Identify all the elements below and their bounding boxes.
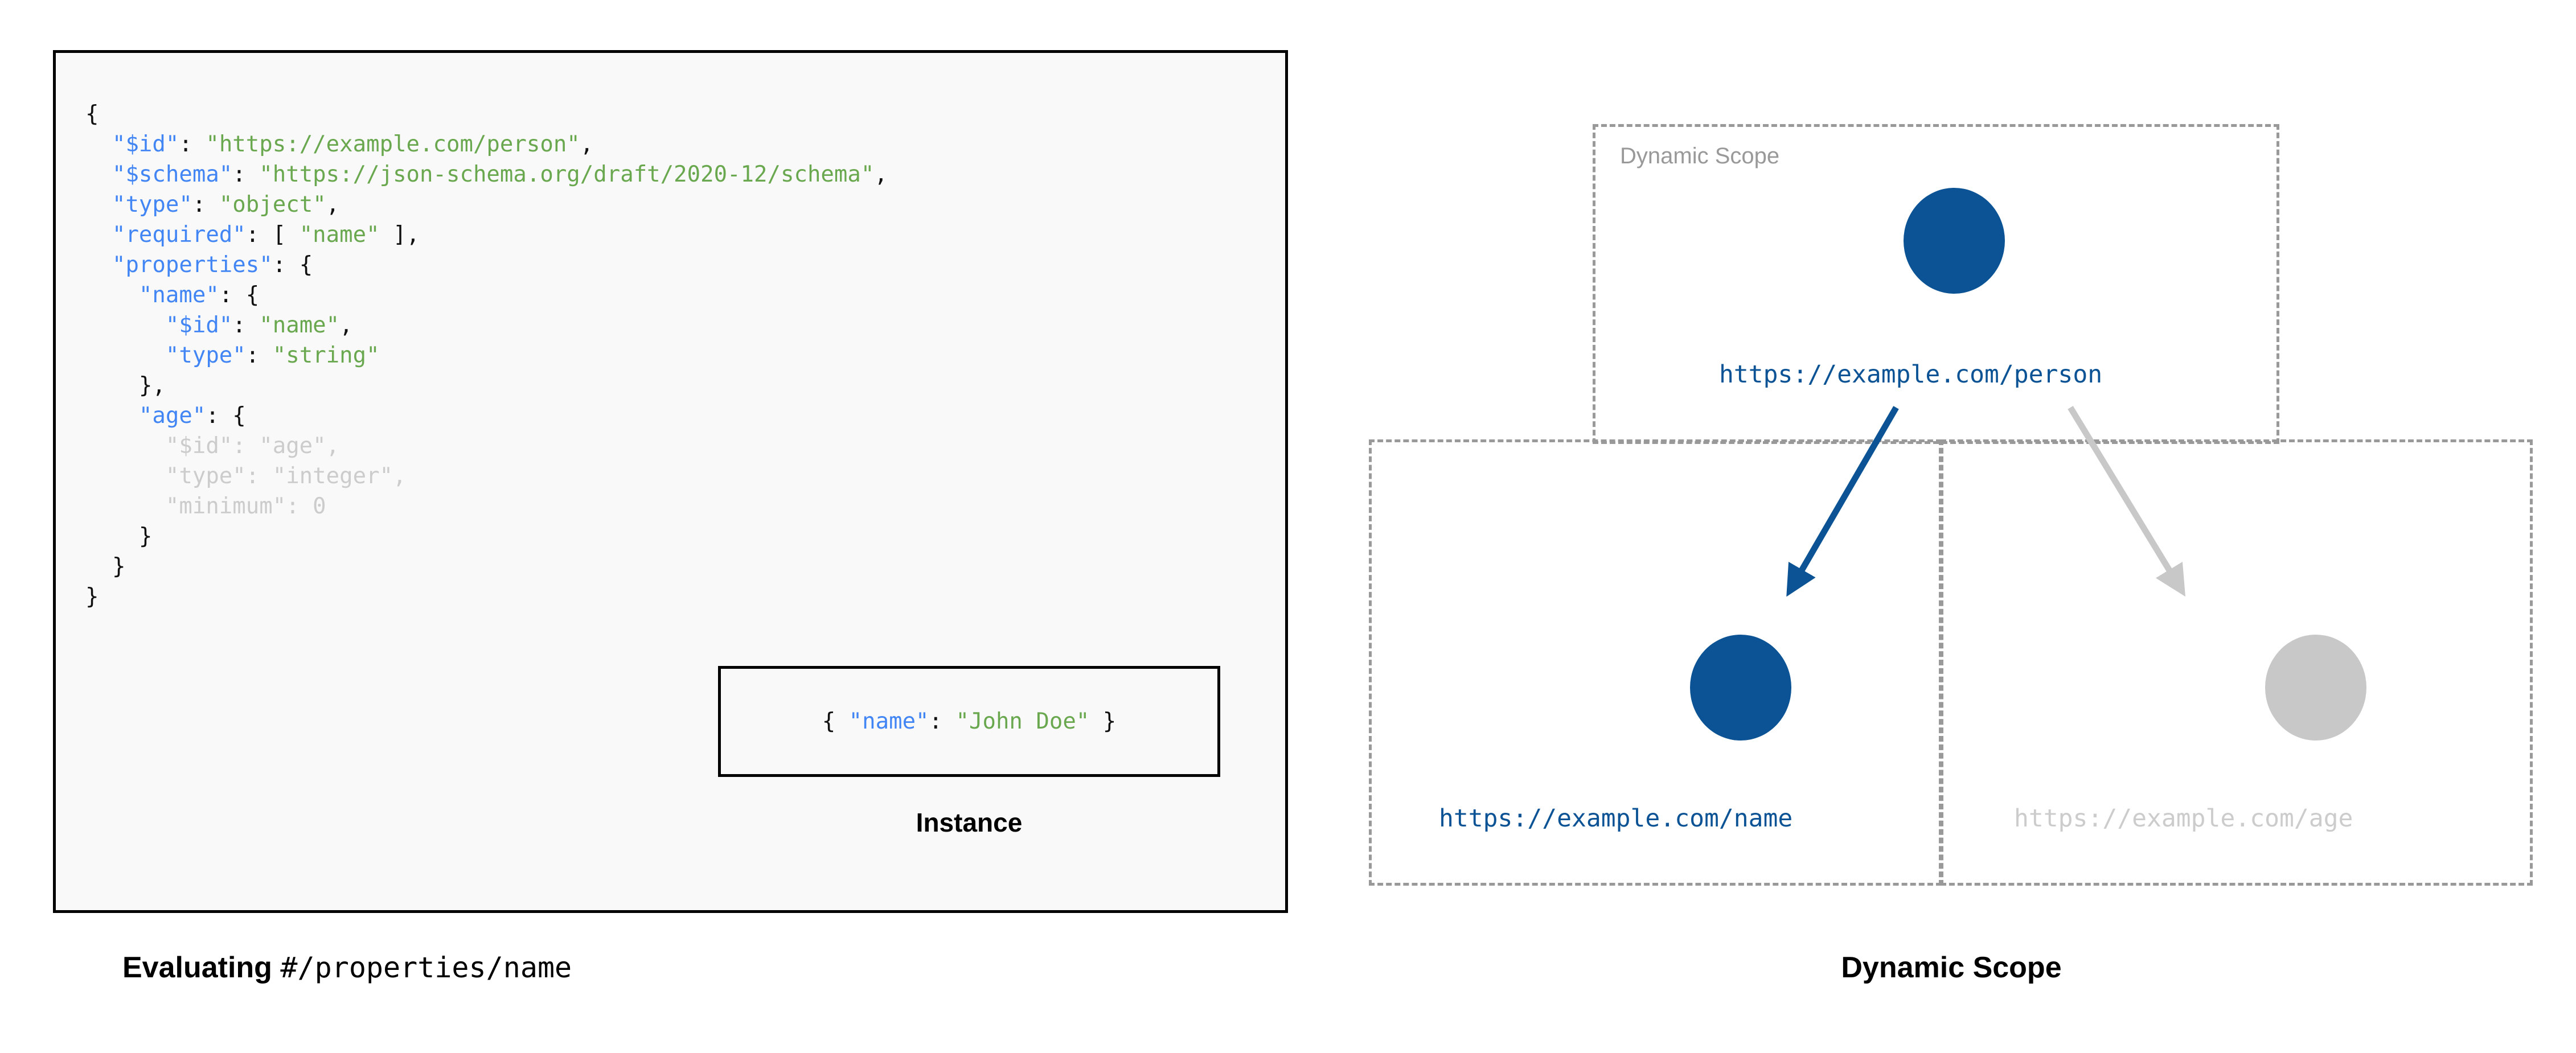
code-token: "name" <box>848 709 929 734</box>
code-token: : <box>245 343 273 368</box>
code-token: "type": "integer", <box>85 463 407 489</box>
left-caption-bold: Evaluating <box>122 951 281 984</box>
code-token: : { <box>206 403 246 429</box>
code-token <box>85 343 166 368</box>
code-token: "object" <box>219 192 326 217</box>
code-line: "type": "string" <box>85 340 888 371</box>
node-name-label: https://example.com/name <box>1439 804 1793 833</box>
code-token: : [ <box>245 222 300 248</box>
code-line: "required": [ "name" ], <box>85 220 888 250</box>
code-token: : <box>232 312 260 338</box>
code-token <box>85 312 166 338</box>
code-token: }, <box>85 373 166 398</box>
code-line: "$schema": "https://json-schema.org/draf… <box>85 159 888 190</box>
code-token: } <box>1089 709 1117 734</box>
code-token: "type" <box>165 343 246 368</box>
node-person-circle <box>1904 188 2005 294</box>
scope-box-label: Dynamic Scope <box>1620 143 1780 168</box>
code-token: , <box>326 192 340 217</box>
code-token: "name" <box>299 222 380 248</box>
code-line: } <box>85 552 888 582</box>
instance-box: { "name": "John Doe" } <box>718 666 1220 777</box>
code-token <box>85 403 139 429</box>
node-age-circle <box>2265 635 2366 741</box>
instance-caption: Instance <box>916 808 1023 837</box>
node-name-circle <box>1690 635 1791 741</box>
code-token: { <box>85 101 99 127</box>
scope-box-name <box>1369 439 1942 886</box>
code-line: "properties": { <box>85 250 888 280</box>
schema-code: { "$id": "https://example.com/person", "… <box>85 99 888 612</box>
code-line: "$id": "https://example.com/person", <box>85 129 888 159</box>
right-figure-caption: Dynamic Scope <box>1841 951 2062 984</box>
code-line: "name": { <box>85 280 888 310</box>
node-age-label: https://example.com/age <box>2014 804 2353 833</box>
left-caption-pointer: #/properties/name <box>280 951 572 984</box>
code-token: } <box>85 554 126 579</box>
code-token: { <box>822 709 849 734</box>
code-token: "$schema" <box>112 162 233 187</box>
code-token: "required" <box>112 222 246 248</box>
code-token <box>85 282 139 308</box>
code-token: "John Doe" <box>955 709 1090 734</box>
code-token: ], <box>379 222 420 248</box>
instance-code: { "name": "John Doe" } <box>822 709 1117 734</box>
code-token: "name" <box>138 282 219 308</box>
code-token: : <box>192 192 219 217</box>
dynamic-scope-diagram: Dynamic Scope https://example.com/person… <box>1327 0 2576 1053</box>
code-token: "$id" <box>112 131 179 157</box>
code-token <box>85 222 112 248</box>
code-token: } <box>85 584 99 610</box>
code-line: "type": "integer", <box>85 461 888 491</box>
code-line: "$id": "name", <box>85 310 888 340</box>
code-line: "$id": "age", <box>85 431 888 461</box>
code-token: "type" <box>112 192 192 217</box>
code-token: , <box>339 312 353 338</box>
code-token: : <box>232 162 260 187</box>
code-token: , <box>874 162 888 187</box>
code-token: "$id": "age", <box>85 433 340 459</box>
code-token: "properties" <box>112 252 273 278</box>
code-line: }, <box>85 371 888 401</box>
code-token: } <box>85 524 153 549</box>
code-token: : { <box>272 252 313 278</box>
code-token: "minimum": 0 <box>85 493 326 519</box>
code-line: "minimum": 0 <box>85 491 888 521</box>
code-token <box>85 252 112 278</box>
code-token <box>85 162 112 187</box>
code-token: "https://json-schema.org/draft/2020-12/s… <box>259 162 875 187</box>
left-figure-caption: Evaluating #/properties/name <box>122 951 572 985</box>
scope-box-age <box>1941 439 2533 886</box>
code-token: , <box>580 131 594 157</box>
code-token: "https://example.com/person" <box>206 131 580 157</box>
scope-box-person <box>1593 124 2279 444</box>
code-token: "$id" <box>165 312 233 338</box>
code-line: { <box>85 99 888 129</box>
code-token <box>85 131 112 157</box>
schema-code-panel: { "$id": "https://example.com/person", "… <box>53 50 1288 913</box>
code-line: "age": { <box>85 401 888 431</box>
node-person-label: https://example.com/person <box>1719 360 2103 389</box>
code-token: : <box>179 131 206 157</box>
code-line: "type": "object", <box>85 190 888 220</box>
code-token: : { <box>219 282 260 308</box>
code-token: "string" <box>272 343 380 368</box>
code-token <box>85 192 112 217</box>
code-token: "age" <box>138 403 206 429</box>
code-token: : <box>929 709 956 734</box>
code-line: } <box>85 521 888 552</box>
code-token: "name" <box>259 312 340 338</box>
code-line: } <box>85 582 888 612</box>
